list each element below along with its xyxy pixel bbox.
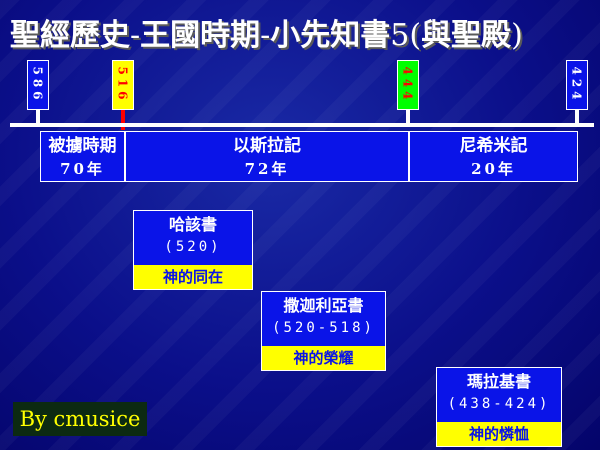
book-theme: 神的榮耀 bbox=[262, 346, 385, 370]
book-name: 撒迦利亞書 bbox=[283, 296, 364, 315]
year-label-444: 444 bbox=[401, 66, 415, 104]
slide-title: 聖經歷史-王國時期-小先知書5(與聖殿) bbox=[10, 10, 595, 53]
book-name: 瑪拉基書 bbox=[466, 372, 531, 391]
period-nehemiah: 尼希米記 20年 bbox=[409, 131, 578, 182]
period-name: 以斯拉記 bbox=[233, 136, 301, 156]
book-years: (520) bbox=[164, 239, 222, 255]
year-tag-424: 424 bbox=[566, 60, 588, 110]
timeline-axis bbox=[10, 123, 594, 127]
book-theme: 神的同在 bbox=[134, 265, 252, 289]
year-tag-516: 516 bbox=[112, 60, 134, 110]
title-part-2: 王國時期 bbox=[140, 18, 261, 53]
period-duration: 20年 bbox=[471, 160, 516, 178]
title-separator-1: - bbox=[130, 18, 141, 53]
year-tag-444: 444 bbox=[397, 60, 419, 110]
title-separator-2: - bbox=[260, 18, 271, 53]
tick-444 bbox=[406, 110, 410, 124]
period-duration: 72年 bbox=[244, 160, 290, 178]
title-part-3: 小先知書 bbox=[270, 18, 391, 53]
title-number: 5( bbox=[390, 18, 422, 53]
year-label-586: 586 bbox=[31, 66, 45, 104]
book-haggai: 哈該書 (520) 神的同在 bbox=[133, 210, 253, 290]
year-tag-586: 586 bbox=[27, 60, 49, 110]
book-theme: 神的憐恤 bbox=[437, 422, 561, 446]
tick-516 bbox=[121, 110, 125, 130]
period-name: 被擄時期 bbox=[48, 136, 117, 156]
book-years: (520-518) bbox=[272, 320, 375, 336]
book-years: (438-424) bbox=[447, 396, 551, 412]
book-zechariah: 撒迦利亞書 (520-518) 神的榮耀 bbox=[261, 291, 386, 371]
book-malachi: 瑪拉基書 (438-424) 神的憐恤 bbox=[436, 367, 562, 447]
period-duration: 70年 bbox=[60, 160, 105, 178]
tick-424 bbox=[575, 110, 579, 124]
period-ezra: 以斯拉記 72年 bbox=[125, 131, 409, 182]
year-label-516: 516 bbox=[116, 66, 130, 104]
period-exile: 被擄時期 70年 bbox=[40, 131, 125, 182]
period-name: 尼希米記 bbox=[459, 136, 528, 156]
tick-586 bbox=[36, 110, 40, 124]
year-label-424: 424 bbox=[570, 66, 584, 104]
title-part-4: 與聖殿 bbox=[421, 18, 512, 53]
author-credit: By cmusice bbox=[13, 402, 147, 436]
title-part-1: 聖經歷史 bbox=[10, 18, 130, 53]
title-close: ) bbox=[511, 18, 523, 53]
book-name: 哈該書 bbox=[168, 215, 217, 234]
